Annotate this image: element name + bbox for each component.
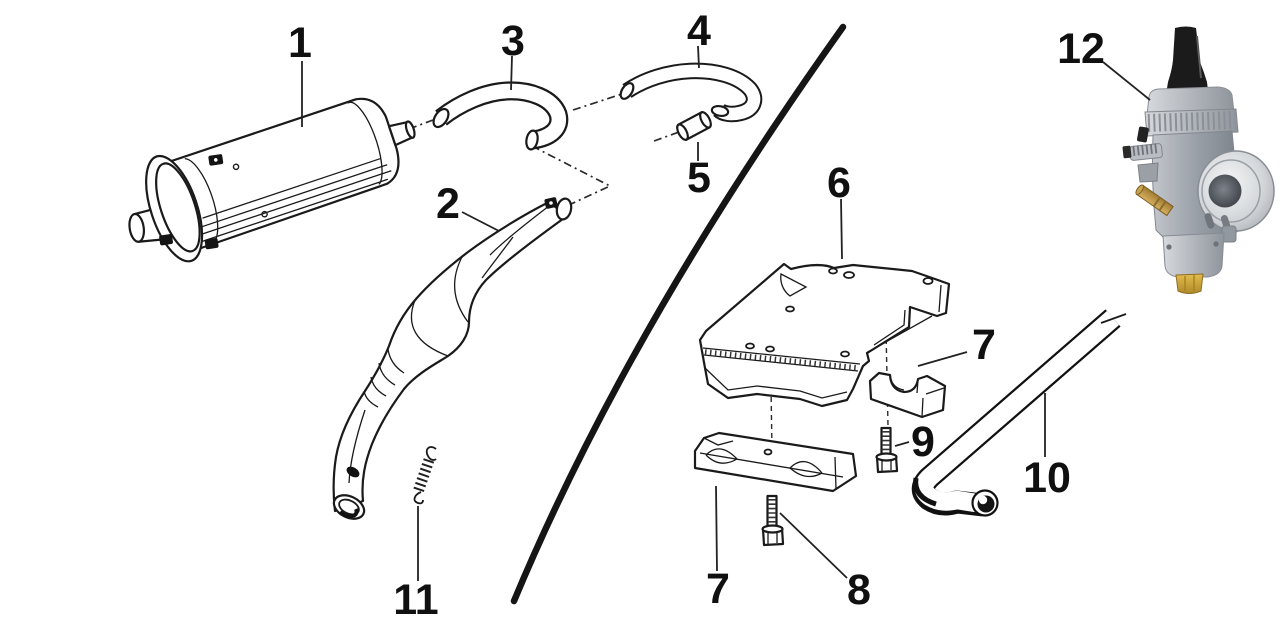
callout-10: 10 [1023, 454, 1071, 502]
expansion-chamber [332, 197, 573, 520]
chamber-inlet-flange [544, 197, 573, 221]
bolt-lower [761, 494, 785, 547]
callout-4: 4 [687, 7, 711, 55]
callout-12: 12 [1057, 25, 1105, 73]
callout-7-upper: 7 [972, 321, 996, 369]
hose-short [619, 62, 763, 123]
callout-6: 6 [827, 159, 851, 207]
silencer [128, 97, 416, 263]
clamp-bracket-lower [693, 431, 858, 493]
carburetor-brass-nozzle [1135, 184, 1174, 217]
muffler-mount-tabs [159, 154, 268, 250]
hose-upper [432, 81, 569, 151]
callout-3: 3 [501, 17, 525, 65]
carburetor-float-bowl [1162, 232, 1225, 278]
bushing [676, 111, 712, 141]
support-rod [911, 309, 1127, 517]
clamp-bracket-upper [868, 371, 947, 419]
callout-5: 5 [687, 154, 711, 202]
callout-2: 2 [436, 180, 460, 228]
divider-line [510, 23, 847, 605]
carburetor-photo [1122, 26, 1275, 294]
bolt-upper [875, 426, 899, 474]
callout-1: 1 [288, 19, 312, 67]
callout-7-lower: 7 [706, 565, 730, 613]
spring [412, 446, 437, 505]
callouts: 1 2 3 4 5 6 7 7 8 9 10 11 12 [288, 7, 1151, 624]
carburetor-bowl-nut [1175, 273, 1204, 294]
mounting-plate [698, 262, 951, 408]
callout-9: 9 [911, 418, 935, 466]
stinger-hole [346, 466, 360, 478]
callout-11: 11 [393, 576, 438, 624]
callout-8: 8 [847, 566, 871, 614]
